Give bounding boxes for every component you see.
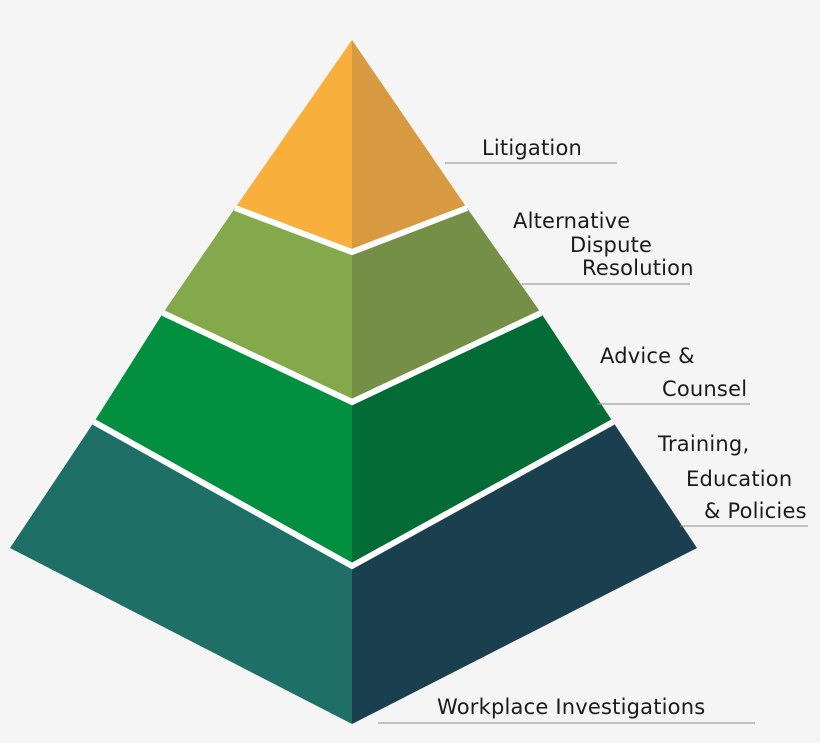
divider-2 [161,310,543,406]
label-litigation: Litigation [482,136,582,160]
tier-training-left-face [10,422,352,724]
label-advice-line-2: Counsel [662,377,747,401]
label-training-line-2: Education [686,467,792,491]
tier-adr [163,208,541,402]
label-adr-line-2: Dispute [570,233,652,257]
tier-training-right-face [352,422,697,724]
tier-advice-counsel-right-face [352,313,613,566]
label-training-line-3: & Policies [704,499,807,523]
label-workplace-investigations: Workplace Investigations [437,695,705,719]
tier-adr-left-face [163,208,352,402]
tier-advice-counsel-left-face [94,313,352,566]
label-adr-line-3: Resolution [582,256,694,280]
tier-litigation-left-face [235,40,352,252]
label-adr-line-1: Alternative [513,209,630,233]
tier-litigation [235,40,467,252]
label-advice-line-1: Advice & [600,344,695,368]
tier-litigation-right-face [352,40,467,252]
divider-3 [92,419,615,570]
tier-adr-right-face [352,208,541,402]
tier-advice-counsel [94,313,613,566]
divider-1 [233,205,469,256]
label-training-line-1: Training, [657,432,749,456]
tier-training [10,422,697,724]
